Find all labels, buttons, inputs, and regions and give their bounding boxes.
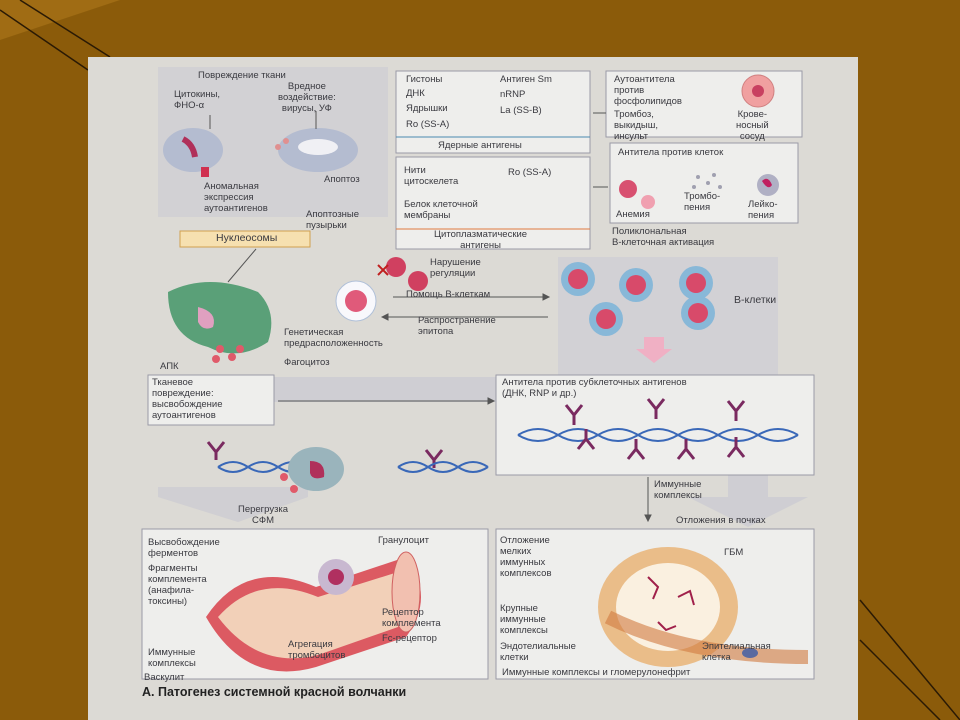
label-epitope-spreading: Распространение эпитопа (418, 315, 496, 337)
label-granulocyte: Гранулоцит (378, 535, 429, 546)
label-tissue-release: Тканевое повреждение: высвобождение ауто… (152, 377, 223, 421)
label-la-ssb: La (SS-B) (500, 105, 542, 116)
label-thrombocytopenia: Тромбо- пения (684, 191, 721, 213)
label-gbm: ГБМ (724, 547, 744, 558)
label-phagocytosis: Фагоцитоз (284, 357, 330, 368)
label-membrane-protein: Белок клеточной мембраны (404, 199, 478, 221)
label-genetic: Генетическая предрасположенность (284, 327, 383, 349)
label-glomerulonephritis: Иммунные комплексы и гломерулонефрит (502, 667, 691, 678)
label-large-ic: Крупные иммунные комплексы (500, 603, 548, 636)
label-antiphospholipid: Аутоантитела против фосфолипидов (614, 74, 682, 107)
label-epithelial: Эпителиальная клетка (702, 641, 771, 663)
label-dna: ДНК (406, 88, 425, 99)
figure-title: А. Патогенез системной красной волчанки (142, 685, 407, 699)
label-cytoplasmic-antigens: Цитоплазматические антигены (434, 229, 528, 251)
label-kidney-deposits: Отложения в почках (676, 515, 766, 526)
label-polyclonal: Поликлональная В-клеточная активация (612, 226, 715, 248)
label-platelet-aggregation: Агрегация тромбоцитов (288, 639, 346, 661)
label-vasculitis: Васкулит (144, 672, 185, 683)
label-sm-antigen: Антиген Sm (500, 74, 552, 85)
label-nucleosomes: Нуклеосомы (216, 232, 278, 244)
label-apoptotic-vesicles: Апоптозные пузырьки (306, 209, 360, 231)
label-fc-receptor: Fc-рецептор (382, 633, 437, 644)
label-anti-cell-antibodies: Антитела против клеток (618, 147, 724, 158)
diagram-graphics (141, 67, 815, 680)
label-subcellular-antibodies: Антитела против субклеточных антигенов (… (502, 377, 687, 399)
label-endothelial: Эндотелиальные клетки (500, 641, 576, 663)
label-b-help: Помощь В-клеткам (406, 289, 491, 300)
label-anemia: Анемия (616, 209, 650, 220)
label-b-cells: В-клетки (734, 294, 777, 306)
label-sfm-overload: Перегрузка СФМ (238, 504, 289, 526)
textbook-page: Повреждение ткани Цитокины, ФНО-α Вредно… (88, 57, 858, 720)
label-nucleoli: Ядрышки (406, 103, 448, 114)
label-complement-receptor: Рецептор комплемента (382, 607, 441, 629)
label-harmful: Вредное воздействие: вирусы, УФ (278, 81, 336, 114)
label-cytoskeleton: Нити цитоскелета (404, 165, 459, 187)
label-dysregulation: Нарушение регуляции (430, 257, 481, 279)
label-leukopenia: Лейко- пения (748, 199, 778, 221)
label-abnormal-expression: Аномальная экспрессия аутоантигенов (204, 181, 268, 214)
label-apoptosis: Апоптоз (324, 174, 360, 185)
label-apc: АПК (160, 361, 179, 372)
label-immune-complexes-top: Иммунные комплексы (654, 479, 702, 501)
label-nuclear-antigens: Ядерные антигены (438, 140, 522, 151)
label-ro-ssa-2: Ro (SS-A) (508, 167, 552, 178)
label-cytokines: Цитокины, ФНО-α (174, 89, 221, 111)
label-nrnp: nRNP (500, 89, 526, 100)
label-ro-ssa: Ro (SS-A) (406, 119, 450, 130)
label-thrombosis: Тромбоз, выкидыш, инсульт (614, 109, 658, 142)
label-blood-vessel: Крове- носный сосуд (736, 109, 769, 142)
label-complement-fragments: Фрагменты комплемента (анафила- токсины) (148, 563, 207, 607)
label-immune-complexes-left: Иммунные комплексы (148, 647, 196, 669)
label-small-ic: Отложение мелких иммунных комплексов (500, 535, 552, 579)
label-histones: Гистоны (406, 74, 443, 85)
label-tissue-damage: Повреждение ткани (198, 70, 286, 81)
label-enzyme-release: Высвобождение ферментов (148, 537, 220, 559)
